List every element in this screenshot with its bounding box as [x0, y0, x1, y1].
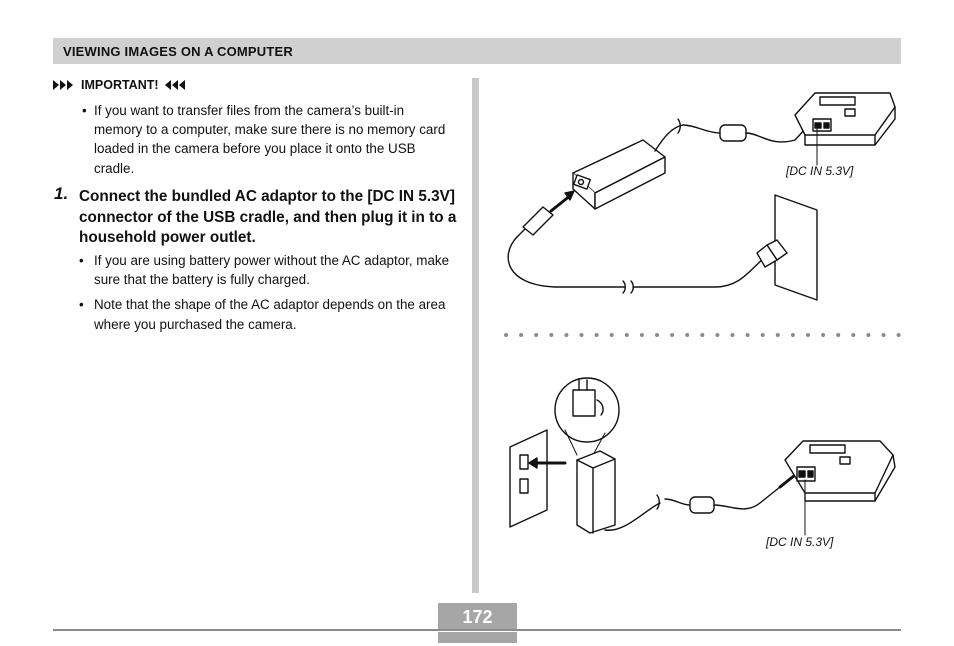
usb-cradle-icon	[784, 440, 896, 502]
separator-dot	[806, 333, 810, 337]
separator-dot	[609, 333, 614, 337]
separator-dot	[790, 333, 795, 337]
dc-in-label-bottom: [DC IN 5.3V]	[766, 535, 834, 549]
separator-dot	[715, 333, 720, 337]
list-item: • If you are using battery power without…	[79, 251, 451, 289]
ac-adaptor-connection-diagram	[507, 92, 896, 301]
separator-dot	[700, 333, 705, 337]
important-bullet: • If you want to transfer files from the…	[82, 101, 452, 178]
wall-outlet-icon	[756, 194, 818, 301]
footer-rule	[53, 629, 901, 631]
separator-dot	[851, 333, 856, 337]
bullet-dot: •	[82, 103, 87, 118]
important-right-arrows-icon	[164, 80, 187, 90]
step-bullet-text: Note that the shape of the AC adaptor de…	[94, 297, 446, 332]
important-bullet-list: • If you want to transfer files from the…	[82, 101, 452, 178]
ac-adaptor-icon	[572, 139, 666, 210]
bullet-dot: •	[79, 297, 84, 313]
bullet-dot: •	[79, 253, 84, 268]
separator-dot	[564, 333, 569, 337]
dotted-separator	[504, 333, 901, 337]
section-title: VIEWING IMAGES ON A COMPUTER	[63, 44, 293, 59]
separator-dot	[534, 333, 539, 337]
separator-dot	[821, 333, 826, 337]
important-left-arrows-icon	[53, 80, 75, 90]
separator-dot	[896, 333, 901, 337]
separator-dot	[519, 333, 524, 337]
separator-dot	[775, 333, 780, 337]
page-number: 172	[438, 603, 517, 630]
separator-dot	[504, 333, 508, 337]
wall-outlet-icon	[509, 429, 548, 528]
separator-dot	[579, 333, 584, 337]
column-divider	[472, 78, 479, 593]
separator-dot	[639, 333, 644, 337]
separator-dot	[730, 333, 735, 337]
usb-cradle-icon	[794, 92, 896, 146]
separator-dot	[745, 333, 750, 337]
important-heading: IMPORTANT!	[53, 78, 187, 92]
separator-dot	[760, 333, 765, 337]
step-bullet-text: If you are using battery power without t…	[94, 253, 450, 288]
separator-dot	[866, 333, 871, 337]
important-label: IMPORTANT!	[81, 78, 159, 92]
separator-dot	[836, 333, 841, 337]
page-number-tab	[438, 632, 517, 643]
ac-adaptor-icon	[576, 450, 616, 534]
separator-dot	[670, 333, 675, 337]
section-header: VIEWING IMAGES ON A COMPUTER	[53, 38, 901, 64]
important-bullet-text: If you want to transfer files from the c…	[94, 103, 446, 176]
list-item: • Note that the shape of the AC adaptor …	[79, 295, 451, 333]
separator-dot	[655, 333, 659, 337]
step-text: Connect the bundled AC adaptor to the [D…	[79, 188, 457, 247]
dc-in-label-top: [DC IN 5.3V]	[786, 164, 854, 178]
separator-dot	[881, 333, 886, 337]
separator-dot	[594, 333, 599, 337]
page-number-badge: 172	[438, 603, 517, 643]
plug-adaptor-connection-diagram	[509, 377, 896, 536]
separator-dot	[549, 333, 554, 337]
step-bullet-list: • If you are using battery power without…	[79, 251, 451, 334]
separator-dot	[685, 333, 690, 337]
separator-dot	[624, 333, 629, 337]
step-number: 1.	[54, 184, 69, 203]
